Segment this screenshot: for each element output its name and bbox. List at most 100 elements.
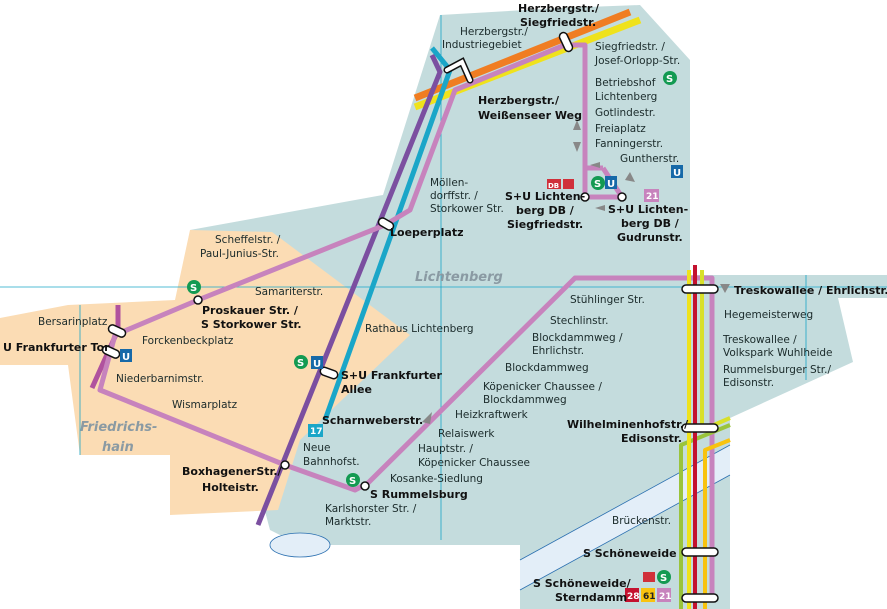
district-label: Friedrichs- <box>80 420 157 435</box>
stop-label[interactable]: Bersarinplatz <box>38 316 108 328</box>
stop-label[interactable]: Industriegebiet <box>442 39 522 51</box>
stop-label[interactable]: Edisonstr. <box>621 432 682 445</box>
stop-label[interactable]: S Schöneweide/ <box>533 577 632 590</box>
svg-text:S: S <box>297 358 304 369</box>
stop-label[interactable]: Siegfriedstr. / <box>595 41 665 53</box>
svg-text:17: 17 <box>310 427 323 437</box>
stop-label[interactable]: Proskauer Str. / <box>202 304 299 317</box>
stop-label[interactable]: Bahnhofst. <box>303 456 360 468</box>
svg-text:S: S <box>666 74 673 85</box>
stop-label[interactable]: Gudrunstr. <box>617 231 683 244</box>
stop-label[interactable]: Blockdammweg <box>505 362 589 374</box>
district-label: hain <box>102 440 134 455</box>
stop-label[interactable]: Niederbarnimstr. <box>116 373 204 385</box>
stop-label[interactable]: S+U Lichten- <box>505 190 585 203</box>
stop-label[interactable]: Scharnweberstr. <box>322 414 423 427</box>
stop-label[interactable]: Samariterstr. <box>255 286 323 298</box>
s-bahn-icon: S <box>591 176 605 190</box>
stop-label[interactable]: Rathaus Lichtenberg <box>365 323 474 335</box>
stop-label[interactable]: Köpenicker Chaussee / <box>483 381 602 393</box>
svg-text:U: U <box>313 359 321 370</box>
stop-label[interactable]: S+U Frankfurter <box>341 369 442 382</box>
line-orange <box>413 8 632 102</box>
stop-label[interactable]: dorffstr. / <box>430 190 478 202</box>
u-bahn-icon: U <box>120 349 132 363</box>
stop-label[interactable]: Betriebshof <box>595 77 656 89</box>
svg-text:U: U <box>673 168 681 179</box>
stop-label[interactable]: Fanningerstr. <box>595 138 663 150</box>
db-icon: DB <box>547 179 574 190</box>
stop-label[interactable]: Rummelsburger Str./ <box>723 364 831 376</box>
stop-label[interactable]: berg DB / <box>516 204 575 217</box>
svg-text:U: U <box>122 352 130 363</box>
stop-label[interactable]: Freiaplatz <box>595 123 646 135</box>
stop-label[interactable]: Brückenstr. <box>612 515 671 527</box>
stop-label[interactable]: Möllen- <box>430 177 468 189</box>
stop-label[interactable]: Herzbergstr./ <box>478 94 560 107</box>
stop-label[interactable]: Hauptstr. / <box>418 443 473 455</box>
stop-label[interactable]: Siegfriedstr. <box>507 218 583 231</box>
svg-text:21: 21 <box>659 592 672 602</box>
line-purple-dark <box>255 53 443 526</box>
stop-label[interactable]: Volkspark Wuhlheide <box>723 347 833 359</box>
stop-label[interactable]: Treskowallee / Ehrlichstr. <box>734 284 887 297</box>
stop-label[interactable]: Ehrlichstr. <box>532 345 584 357</box>
stop-label[interactable]: Karlshorster Str. / <box>325 503 417 515</box>
stop-label[interactable]: Wilhelminenhofstr./ <box>567 418 689 431</box>
stop-label[interactable]: Marktstr. <box>325 516 371 528</box>
svg-text:S: S <box>594 179 601 190</box>
stop-label[interactable]: Heizkraftwerk <box>455 409 529 421</box>
stop-label[interactable]: Guntherstr. <box>620 153 679 165</box>
stop-label[interactable]: Loeperplatz <box>390 226 464 239</box>
stop-label[interactable]: berg DB / <box>621 217 680 230</box>
stop-label[interactable]: Köpenicker Chaussee <box>418 457 530 469</box>
badge-line-21: 21 <box>644 189 659 202</box>
stop-label[interactable]: S Rummelsburg <box>370 488 468 501</box>
stop-label[interactable]: Forckenbeckplatz <box>142 335 234 347</box>
stop-label[interactable]: Herzbergstr./ <box>518 2 600 15</box>
stop-label[interactable]: Lichtenberg <box>595 91 657 103</box>
s-bahn-icon: S <box>294 355 308 369</box>
stop-label[interactable]: Relaiswerk <box>438 428 495 440</box>
stop-label[interactable]: Josef-Orlopp-Str. <box>594 55 680 67</box>
stop-label[interactable]: Storkower Str. <box>430 203 504 215</box>
stop-label[interactable]: Allee <box>341 383 372 396</box>
svg-text:21: 21 <box>646 192 659 202</box>
stop-label[interactable]: Gotlindestr. <box>595 107 656 119</box>
stop-label[interactable]: Paul-Junius-Str. <box>200 248 279 260</box>
stop-label[interactable]: S+U Lichten- <box>608 203 688 216</box>
stop-labels: Herzbergstr./ Siegfriedstr. Herzbergstr.… <box>3 2 887 604</box>
area-friedrichshain <box>0 230 410 515</box>
s-bahn-icon: S <box>657 570 671 584</box>
stop-label[interactable]: Blockdammweg <box>483 394 567 406</box>
stop-label[interactable]: U Frankfurter Tor <box>3 341 110 354</box>
svg-text:61: 61 <box>643 592 656 602</box>
stop-label[interactable]: Siegfriedstr. <box>520 16 596 29</box>
badge-line-21: 21 <box>657 588 672 602</box>
stop-label[interactable]: Scheffelstr. / <box>215 234 281 246</box>
stop-label[interactable]: Edisonstr. <box>723 377 774 389</box>
stop-label[interactable]: Blockdammweg / <box>532 332 623 344</box>
river-spree <box>520 445 730 590</box>
svg-text:S: S <box>190 283 197 294</box>
stop-label[interactable]: Herzbergstr./ <box>460 26 528 38</box>
stop-label[interactable]: Stechlinstr. <box>550 315 608 327</box>
stop-label[interactable]: Neue <box>303 442 330 454</box>
stop-label[interactable]: S Schöneweide <box>583 547 677 560</box>
stop-label[interactable]: Sterndamm <box>555 591 627 604</box>
s-bahn-icon: S <box>663 71 677 85</box>
db-icon <box>643 572 655 582</box>
stop-label[interactable]: Hegemeisterweg <box>724 309 813 321</box>
stop-label[interactable]: Wismarplatz <box>172 399 238 411</box>
stop-label[interactable]: Weißenseer Weg <box>478 109 582 122</box>
stop-label[interactable]: Stühlinger Str. <box>570 294 645 306</box>
stop-label[interactable]: BoxhagenerStr./ <box>182 465 283 478</box>
s-bahn-icon: S <box>187 280 201 294</box>
stop-label[interactable]: S Storkower Str. <box>201 318 302 331</box>
station-markers <box>101 31 719 603</box>
svg-text:S: S <box>660 573 667 584</box>
stop-label[interactable]: Holteistr. <box>202 481 259 494</box>
stop-label[interactable]: Kosanke-Siedlung <box>390 473 483 485</box>
stop-label[interactable]: Treskowallee / <box>722 334 797 346</box>
